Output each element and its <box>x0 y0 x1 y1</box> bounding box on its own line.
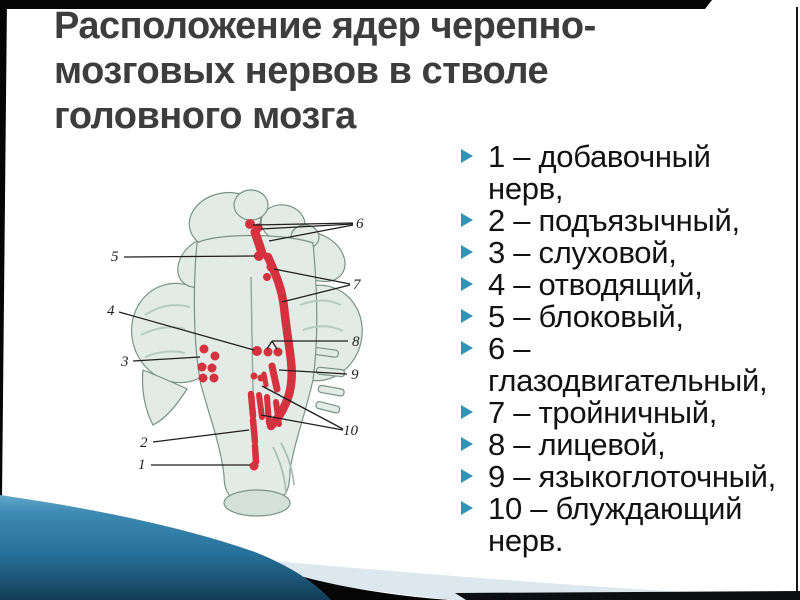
legend-item: 9 – языкоглоточный, <box>461 461 793 493</box>
legend-item: 5 – блоковый, <box>461 301 793 333</box>
legend-item-text: 3 – слуховой, <box>488 235 677 270</box>
figure-label-4: 4 <box>107 303 115 319</box>
legend-item-text: 2 – подъязычный, <box>488 203 740 238</box>
legend-list: 1 – добавочный нерв, 2 – подъязычный, 3 … <box>461 141 793 557</box>
figure-label-2: 2 <box>140 435 148 451</box>
legend-item-text: 5 – блоковый, <box>488 299 684 334</box>
footer-bottom-line <box>455 591 800 600</box>
bullet-arrow-icon <box>461 429 488 451</box>
footer-pale-band <box>52 540 800 600</box>
right-border-line <box>796 7 798 595</box>
bullet-arrow-icon <box>461 237 488 259</box>
left-border-bar <box>0 0 7 498</box>
legend-item: 10 – блуждающий нерв. <box>461 493 793 557</box>
legend-item-text: 7 – тройничный, <box>488 395 718 430</box>
figure-label-10: 10 <box>343 423 359 439</box>
legend-item-text: 1 – добавочный нерв, <box>488 139 711 206</box>
leader-lines <box>118 222 354 466</box>
legend-item-text: 8 – лицевой, <box>488 427 666 462</box>
figure-label-8: 8 <box>352 334 360 350</box>
top-border-bar <box>0 0 712 9</box>
footer-blue-swoosh <box>0 495 332 600</box>
figure-label-1: 1 <box>138 457 146 473</box>
legend-item-text: 6 – глазодвигательный, <box>488 331 768 398</box>
figure-label-6: 6 <box>356 216 364 232</box>
legend-item: 8 – лицевой, <box>461 429 793 461</box>
bullet-arrow-icon <box>461 461 488 483</box>
bullet-arrow-icon <box>461 269 488 291</box>
legend-item: 6 – глазодвигательный, <box>461 333 793 397</box>
legend-item-text: 10 – блуждающий нерв. <box>488 491 743 558</box>
legend-item: 7 – тройничный, <box>461 397 793 429</box>
bullet-arrow-icon <box>461 397 488 419</box>
legend-item: 4 – отводящий, <box>461 269 793 301</box>
page-title: Расположение ядер черепно- мозговых нерв… <box>54 5 596 137</box>
figure-label-5: 5 <box>111 249 119 265</box>
legend-item: 2 – подъязычный, <box>461 205 793 237</box>
bullet-arrow-icon <box>461 493 488 515</box>
bullet-arrow-icon <box>461 301 488 323</box>
legend-item: 3 – слуховой, <box>461 237 793 269</box>
figure-label-7: 7 <box>353 277 362 293</box>
legend-item-text: 4 – отводящий, <box>488 267 703 302</box>
nuclei-red-markers <box>197 219 296 471</box>
figure-label-9: 9 <box>351 367 359 383</box>
bullet-arrow-icon <box>461 333 488 355</box>
legend-item: 1 – добавочный нерв, <box>461 141 793 205</box>
legend-item-text: 9 – языкоглоточный, <box>488 459 776 494</box>
brainstem-diagram: 6 5 7 4 3 8 9 10 2 1 <box>107 189 364 517</box>
footer-decoration <box>0 495 800 600</box>
diagram-number-labels: 6 5 7 4 3 8 9 10 2 1 <box>107 216 364 473</box>
bullet-arrow-icon <box>461 205 488 227</box>
brainstem-illustration <box>131 189 363 517</box>
bullet-arrow-icon <box>461 141 488 163</box>
figure-label-3: 3 <box>120 354 129 370</box>
